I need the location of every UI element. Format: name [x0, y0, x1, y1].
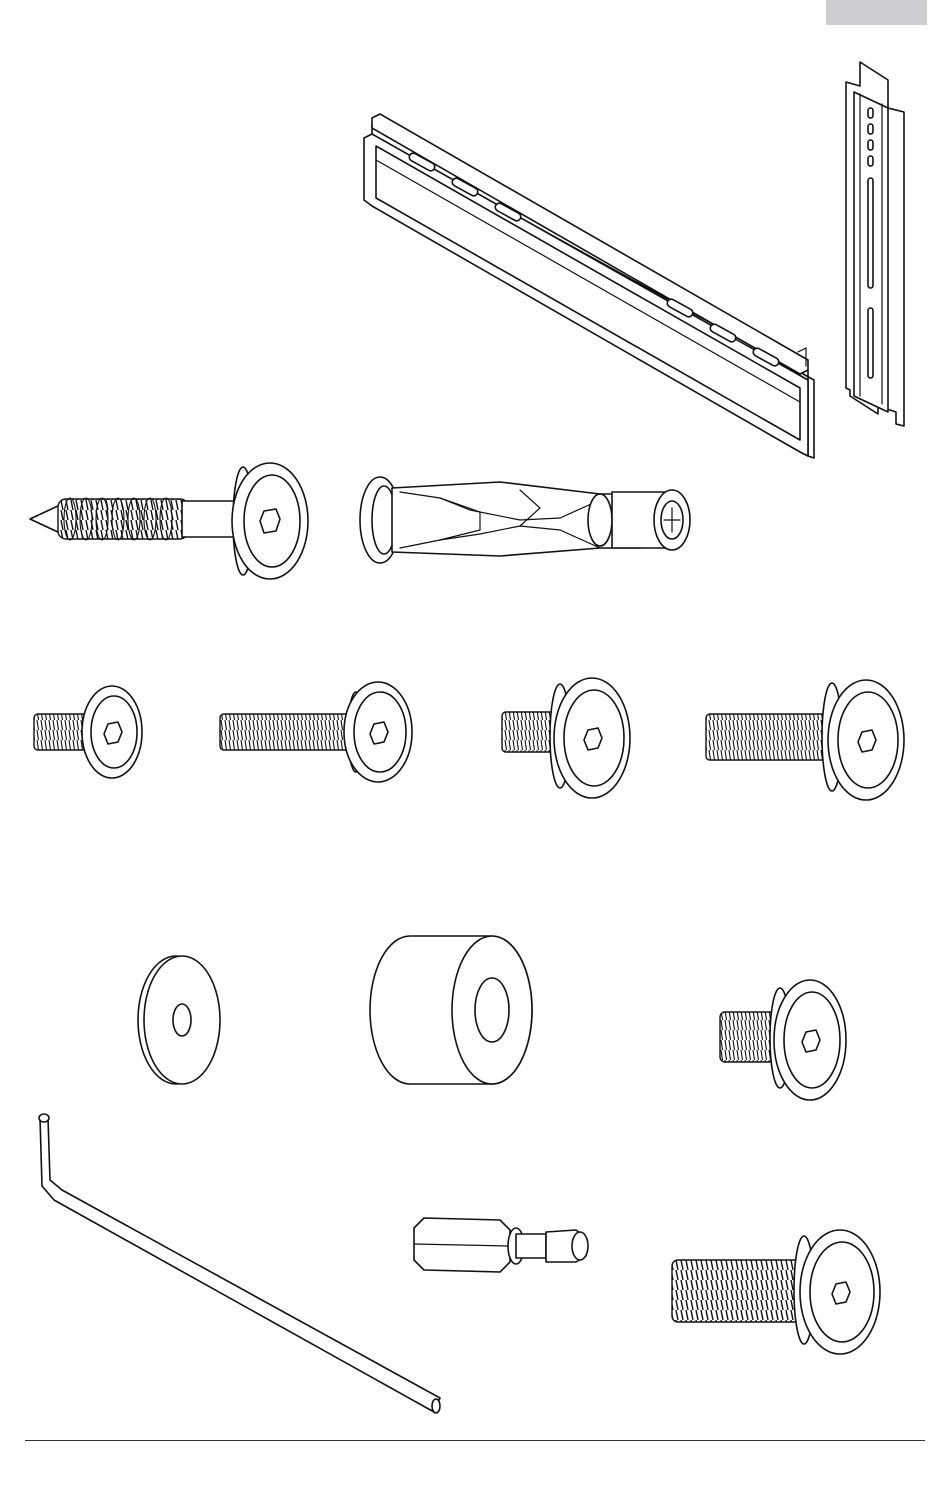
wall-anchor-icon: [360, 477, 690, 563]
footer-rule: [25, 1440, 925, 1441]
hex-bit-icon: [414, 1218, 588, 1272]
hex-socket-bolt-icon: [34, 686, 142, 778]
hex-socket-bolt-icon: [720, 980, 846, 1100]
hex-key-icon: [39, 1114, 440, 1413]
washer-icon: [138, 956, 220, 1084]
vertical-bracket-icon: [846, 62, 904, 426]
lag-screw-icon: [30, 463, 308, 579]
hex-socket-bolt-icon: [672, 1230, 880, 1354]
hex-socket-bolt-icon: [220, 682, 412, 782]
hex-socket-bolt-icon: [706, 680, 904, 800]
spacer-icon: [370, 936, 532, 1084]
wall-rail-icon: [364, 114, 814, 458]
hex-socket-bolt-icon: [502, 678, 630, 798]
